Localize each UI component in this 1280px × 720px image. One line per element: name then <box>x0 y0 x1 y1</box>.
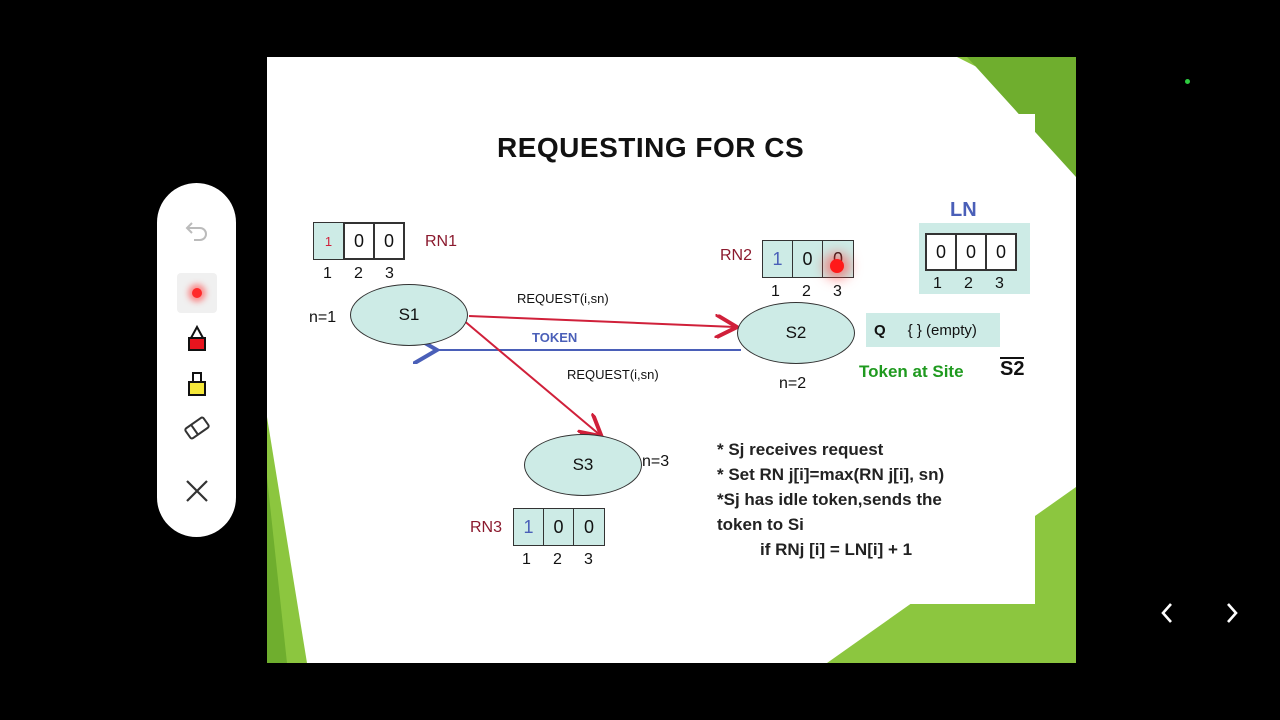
status-dot <box>1185 79 1190 84</box>
index: 2 <box>802 283 811 300</box>
slide-title: REQUESTING FOR CS <box>497 132 805 163</box>
index: 2 <box>354 265 363 282</box>
slide: REQUESTING FOR CS 1 0 0 RN1 1 2 3 S1 n=1… <box>267 57 1076 663</box>
algorithm-notes: * Sj receives request * Set RN j[i]=max(… <box>717 437 944 562</box>
n1-label: n=1 <box>309 309 337 326</box>
rn1-indices: 1 2 3 <box>312 265 405 283</box>
index: 3 <box>995 275 1004 292</box>
slide-decoration <box>267 57 1076 663</box>
index: 3 <box>584 551 593 568</box>
queue-value: { } (empty) <box>907 321 977 339</box>
rn1-cell: 0 <box>374 223 404 259</box>
chevron-left-icon[interactable] <box>1149 595 1185 631</box>
rn3-array: 1 0 0 <box>513 508 605 546</box>
laser-pointer-dot <box>830 259 844 273</box>
n3-label: n=3 <box>642 453 670 470</box>
request-label-s3: REQUEST(i,sn) <box>567 367 659 382</box>
ln-indices: 1 2 3 <box>922 275 1015 293</box>
rn2-label: RN2 <box>720 247 753 264</box>
rn1-cell: 1 <box>314 223 344 259</box>
ln-cell: 0 <box>986 234 1016 270</box>
eraser-icon[interactable] <box>177 408 217 448</box>
rn2-cell: 0 <box>793 241 823 277</box>
index: 2 <box>964 275 973 292</box>
highlighter-icon[interactable] <box>177 364 217 404</box>
rn2-cell: 1 <box>763 241 793 277</box>
note-line: if RNj [i] = LN[i] + 1 <box>760 540 913 559</box>
note-line: *Sj has idle token,sends the <box>717 490 942 509</box>
request-arrow-s1-s2 <box>468 316 735 327</box>
rn2-indices: 1 2 3 <box>760 283 853 301</box>
rn1-label: RN1 <box>425 233 458 250</box>
rn3-cell: 0 <box>544 509 574 545</box>
index: 2 <box>553 551 562 568</box>
rn2-array: 1 0 0 <box>762 240 854 278</box>
node-s3: S3 <box>524 434 642 496</box>
request-arrow-s1-s3 <box>461 318 600 435</box>
n2-label: n=2 <box>779 375 807 392</box>
ln-cell: 0 <box>956 234 986 270</box>
ln-cell: 0 <box>926 234 956 270</box>
request-label-s2: REQUEST(i,sn) <box>517 291 609 306</box>
index: 3 <box>833 283 842 300</box>
rn1-cell: 0 <box>344 223 374 259</box>
annotation-toolbar <box>157 183 236 537</box>
undo-icon[interactable] <box>177 210 217 250</box>
index: 3 <box>385 265 394 282</box>
laser-pointer-icon[interactable] <box>177 273 217 313</box>
queue-label: Q <box>874 321 886 339</box>
index: 1 <box>522 551 531 568</box>
rn1-array: 1 0 0 <box>313 222 405 260</box>
rn3-cell: 0 <box>574 509 604 545</box>
rn3-indices: 1 2 3 <box>511 551 604 569</box>
index: 1 <box>771 283 780 300</box>
node-s2: S2 <box>737 302 855 364</box>
token-label: TOKEN <box>532 330 578 345</box>
close-icon[interactable] <box>177 471 217 511</box>
ln-array: 0 0 0 <box>925 233 1017 271</box>
rn3-label: RN3 <box>470 519 503 536</box>
token-site-name: S2 <box>1000 357 1025 380</box>
index: 1 <box>933 275 942 292</box>
index: 1 <box>323 265 332 282</box>
red-pen-icon[interactable] <box>177 319 217 359</box>
token-site-text: Token at Site <box>859 362 964 381</box>
node-s1: S1 <box>350 284 468 346</box>
note-line: * Sj receives request <box>717 440 884 459</box>
ln-label: LN <box>950 199 977 221</box>
rn3-cell: 1 <box>514 509 544 545</box>
chevron-right-icon[interactable] <box>1214 595 1250 631</box>
note-line: token to Si <box>717 515 804 534</box>
note-line: * Set RN j[i]=max(RN j[i], sn) <box>717 465 945 484</box>
queue-box: Q { } (empty) <box>866 313 1000 347</box>
